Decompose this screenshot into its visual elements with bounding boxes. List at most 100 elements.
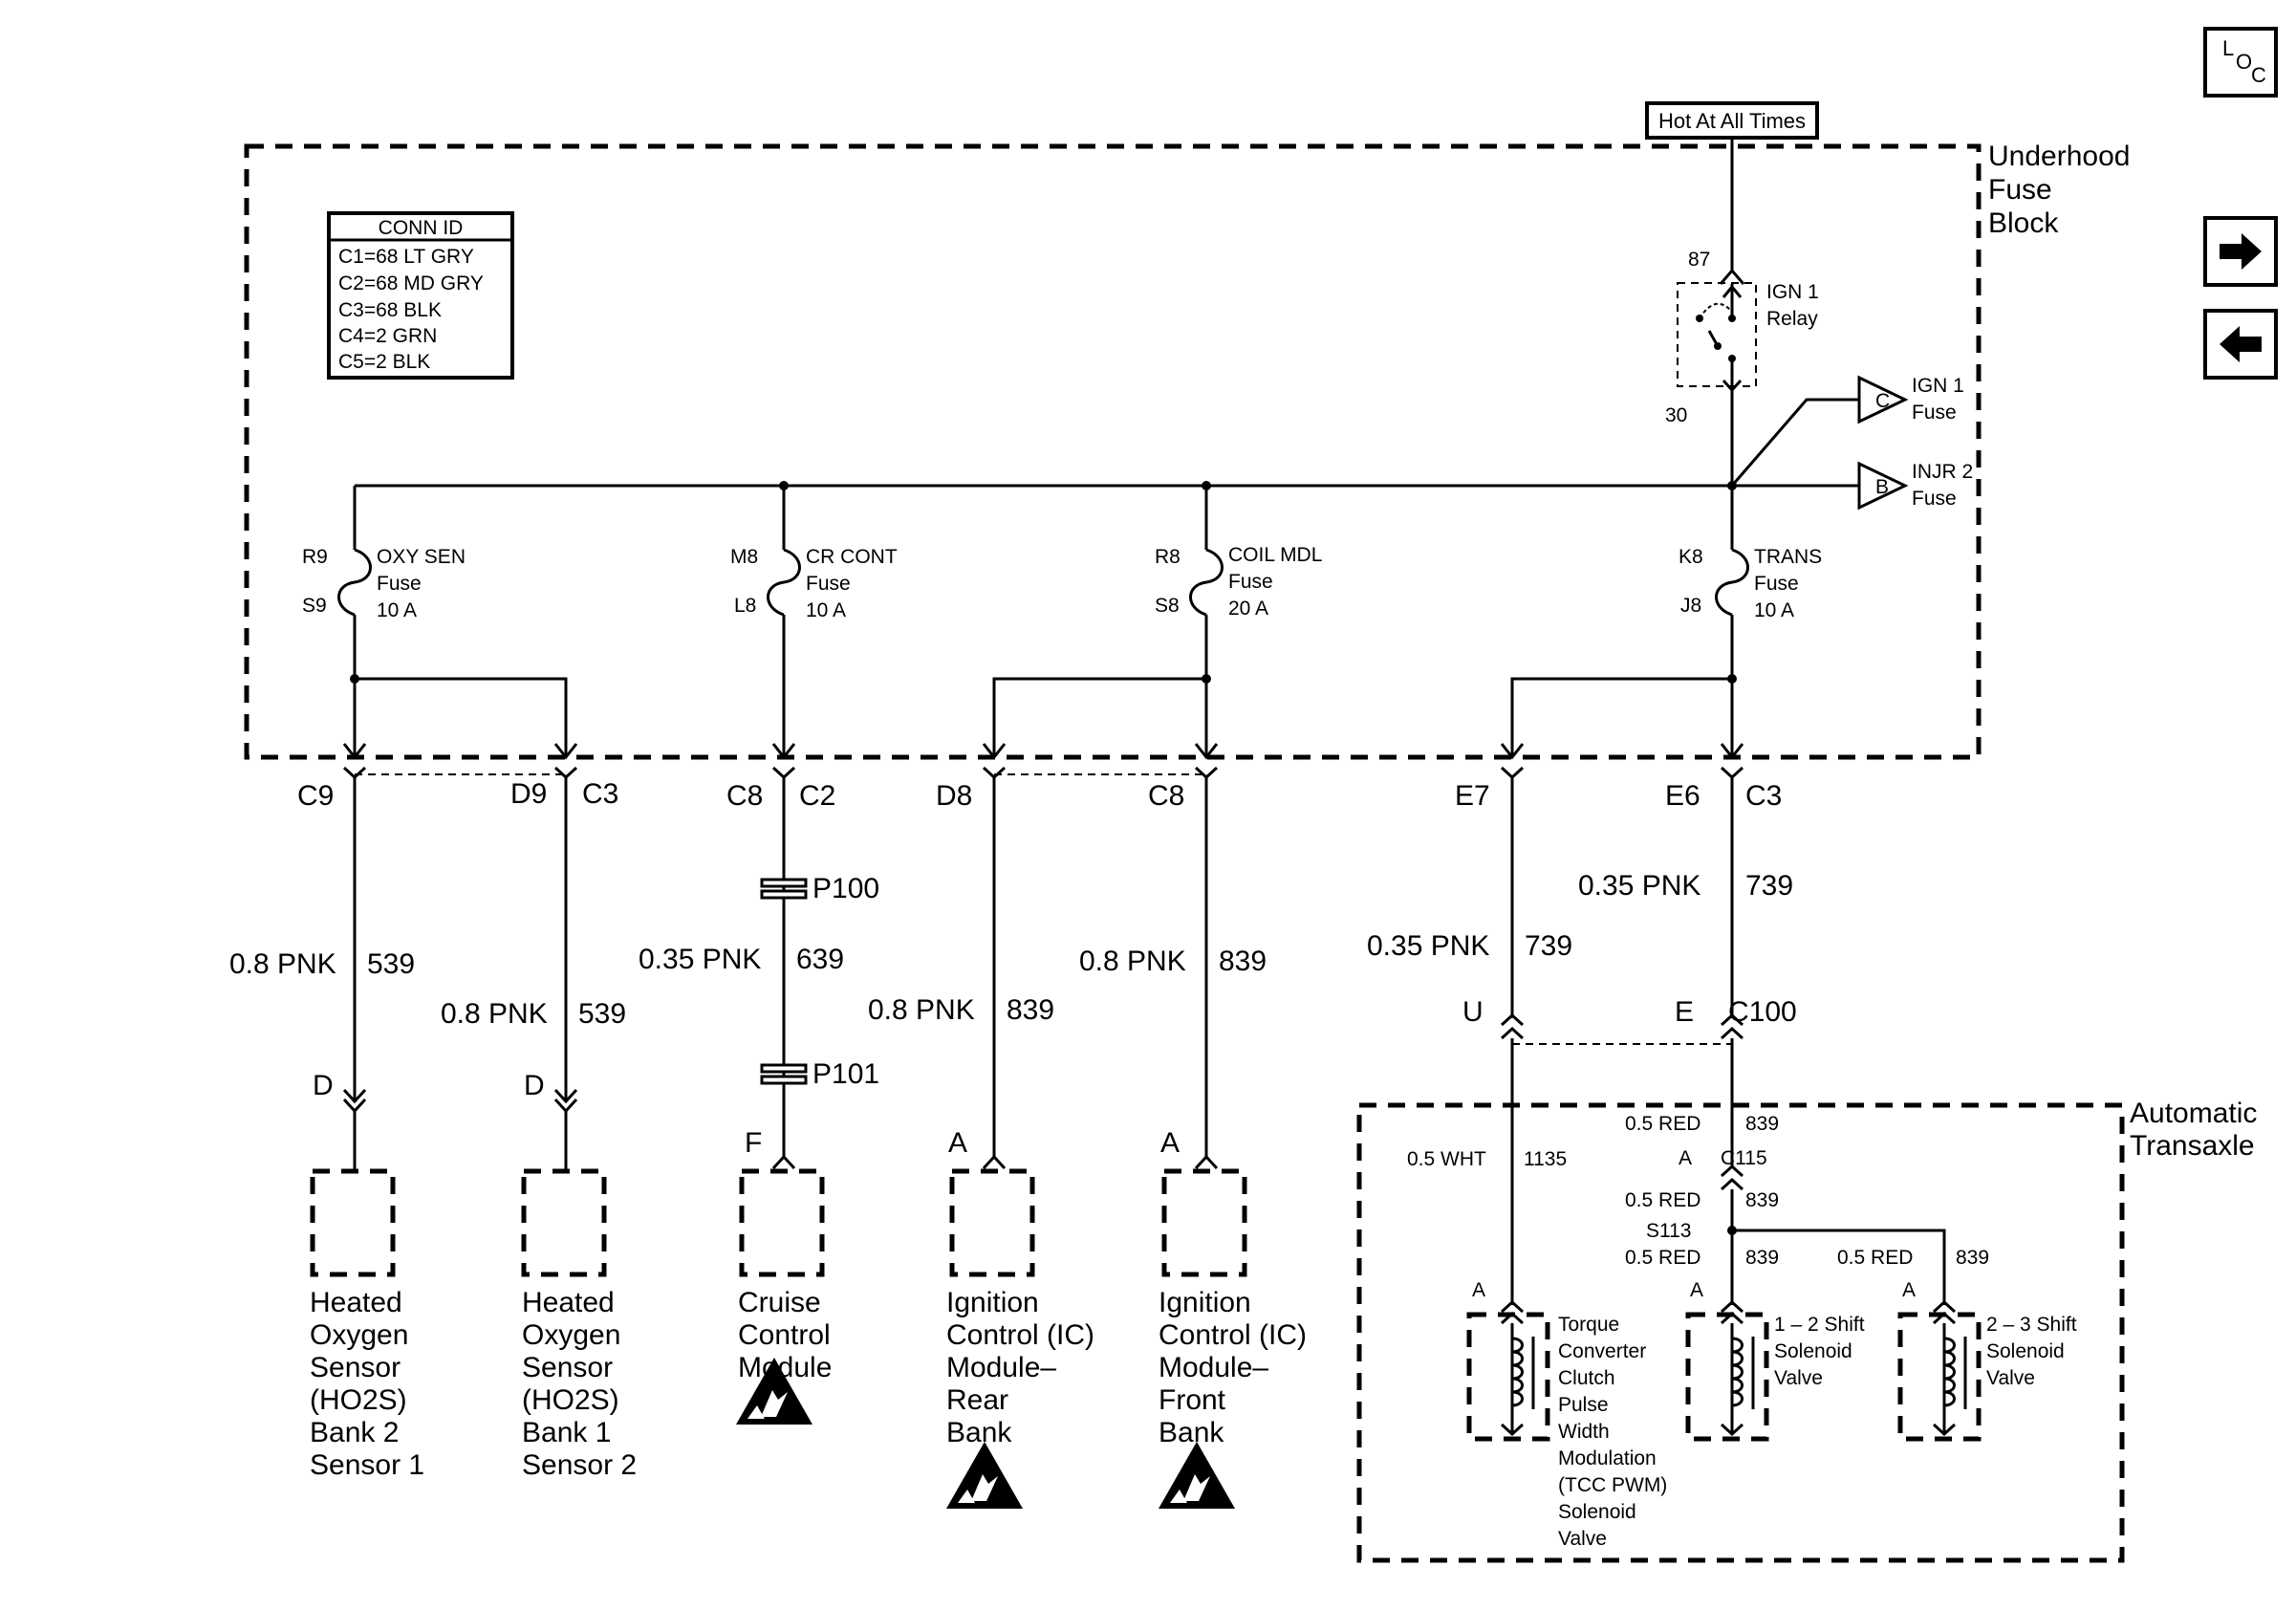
conn-id-row: C1=68 LT GRY	[338, 246, 474, 268]
fuse-block-title-3: Block	[1988, 207, 2059, 239]
conn-id-title: CONN ID	[379, 217, 464, 239]
wire-gauge: 0.8 PNK	[441, 998, 548, 1030]
component-label-line: Bank	[946, 1417, 1012, 1448]
component-label-line: Oxygen	[522, 1319, 620, 1351]
fuse-block-title-1: Underhood	[1988, 141, 2130, 172]
fuse-pin-top: M8	[730, 546, 758, 568]
p100-label: P100	[812, 873, 879, 904]
ref-c-ign1-fuse[interactable]: C	[1857, 375, 1909, 424]
c100-pin-e: E	[1675, 996, 1694, 1028]
ref-b-injr2-fuse[interactable]: B	[1857, 461, 1909, 511]
wire-gauge: 0.8 PNK	[229, 948, 336, 980]
solenoid-label-line: Pulse	[1558, 1394, 1609, 1416]
component-label-line: Sensor 2	[522, 1449, 637, 1481]
connector-e7: E7	[1455, 780, 1490, 812]
component-label-line: Bank 2	[310, 1417, 399, 1448]
connector-e6: E6	[1665, 780, 1700, 812]
transaxle-title-2: Transaxle	[2130, 1130, 2255, 1162]
wire-circuit: 739	[1525, 930, 1572, 962]
component-label-line: Sensor	[310, 1352, 401, 1383]
solenoid-label-line: Width	[1558, 1421, 1610, 1443]
arrow-left-icon	[2220, 326, 2262, 362]
fuse-pin-bottom: S9	[302, 595, 327, 617]
solenoid-label-line: Converter	[1558, 1340, 1646, 1362]
wire-circuit: 539	[367, 948, 415, 980]
fuse-pin-bottom: L8	[734, 595, 756, 617]
connector-c2: C2	[799, 780, 835, 812]
hot-at-all-times-text: Hot At All Times	[1658, 109, 1806, 133]
connector-c8: C8	[726, 780, 763, 812]
solenoid-label-line: Valve	[1774, 1367, 1823, 1389]
wire-circuit: 1135	[1524, 1148, 1567, 1170]
relay-label-1: IGN 1	[1766, 281, 1819, 303]
underhood-fuse-block-boundary	[244, 143, 1982, 760]
ho2s-bank1-sensor2-label: Heated Oxygen Sensor (HO2S) Bank 1 Senso…	[522, 1287, 637, 1481]
wire-circuit: 639	[796, 944, 844, 975]
ho2s-bank2-sensor1-label: Heated Oxygen Sensor (HO2S) Bank 2 Senso…	[310, 1287, 424, 1481]
component-pin-a: A	[948, 1127, 967, 1159]
tcc-pwm-solenoid-label: Torque Converter Clutch Pulse Width Modu…	[1558, 1314, 1667, 1550]
fuse-name: TRANS	[1754, 546, 1822, 568]
fuse-block-title-2: Fuse	[1988, 174, 2052, 206]
connector-d9: D9	[510, 778, 547, 810]
component-label-line: Control (IC)	[1159, 1319, 1307, 1351]
shift-solenoid-1-2-label: 1 – 2 Shift Solenoid Valve	[1774, 1314, 1865, 1389]
s113-label: S113	[1646, 1220, 1692, 1242]
connector-c8: C8	[1148, 780, 1184, 812]
loc-button[interactable]: L O C	[2203, 27, 2278, 98]
wire-circuit: 539	[578, 998, 626, 1030]
ic-module-front-label: Ignition Control (IC) Module– Front Bank	[1159, 1287, 1307, 1448]
wire-circuit: 839	[1956, 1247, 1989, 1269]
ref-b-letter: B	[1875, 476, 1889, 498]
automatic-transaxle-boundary	[1356, 1102, 2125, 1563]
wire-circuit: 839	[1745, 1113, 1779, 1135]
component-label-line: Control (IC)	[946, 1319, 1094, 1351]
ho2s-bank1-sensor2-box	[521, 1168, 607, 1277]
fuse-oxy-sen: R9 S9 OXY SEN Fuse 10 A	[302, 486, 466, 679]
arrow-right-icon	[2220, 233, 2262, 270]
shift-solenoid-2-3	[1897, 1299, 1982, 1442]
c100-label: C100	[1728, 996, 1797, 1028]
component-pin-f: F	[745, 1127, 762, 1159]
ign1-relay: 87 IGN 1 Relay 30	[1665, 249, 1819, 426]
loc-o: O	[2236, 50, 2252, 74]
inline-connector-p100: P100	[760, 873, 879, 904]
solenoid-label-line: (TCC PWM)	[1558, 1474, 1667, 1496]
component-pin-d: D	[524, 1070, 545, 1101]
solenoid-label-line: Modulation	[1558, 1447, 1657, 1469]
solenoid-label-line: Valve	[1986, 1367, 2035, 1389]
fuse-rating: 20 A	[1228, 598, 1268, 620]
solenoid-pin-a: A	[1472, 1279, 1485, 1301]
conn-id-row: C5=2 BLK	[338, 351, 430, 373]
solenoid-label-line: Solenoid	[1986, 1340, 2065, 1362]
fuse-coil-mdl: R8 S8 COIL MDL Fuse 20 A	[1155, 486, 1322, 679]
shift-solenoid-1-2	[1685, 1299, 1769, 1442]
component-label-line: (HO2S)	[310, 1384, 407, 1416]
fuse-name: OXY SEN	[377, 546, 466, 568]
component-label-line: Module–	[946, 1352, 1056, 1383]
fuse-name: CR CONT	[806, 546, 898, 568]
tcc-pwm-solenoid	[1466, 1299, 1550, 1442]
solenoid-label-line: Torque	[1558, 1314, 1619, 1336]
solenoid-label-line: Solenoid	[1558, 1501, 1636, 1523]
conn-id-row: C4=2 GRN	[338, 325, 437, 347]
transaxle-title-1: Automatic	[2130, 1098, 2257, 1129]
fuse-word: Fuse	[806, 573, 851, 595]
next-page-button[interactable]	[2203, 216, 2278, 287]
component-label-line: Module–	[1159, 1352, 1268, 1383]
previous-page-button[interactable]	[2203, 309, 2278, 380]
ref-c-label-1: IGN 1	[1912, 375, 1964, 397]
component-label-line: Heated	[522, 1287, 615, 1318]
ic-module-front-box	[1161, 1168, 1247, 1277]
c115-pin-a: A	[1679, 1147, 1692, 1169]
p101-label: P101	[812, 1058, 879, 1090]
connector-c3: C3	[582, 778, 618, 810]
ic-module-rear-label: Ignition Control (IC) Module– Rear Bank	[946, 1287, 1094, 1448]
esd-warning-icon	[946, 1442, 1023, 1509]
loc-c: C	[2251, 63, 2266, 87]
connector-d8: D8	[936, 780, 972, 812]
ic-module-rear-box	[949, 1168, 1035, 1277]
shift-solenoid-2-3-label: 2 – 3 Shift Solenoid Valve	[1986, 1314, 2077, 1389]
relay-pin-87: 87	[1688, 249, 1710, 271]
component-label-line: Heated	[310, 1287, 402, 1318]
